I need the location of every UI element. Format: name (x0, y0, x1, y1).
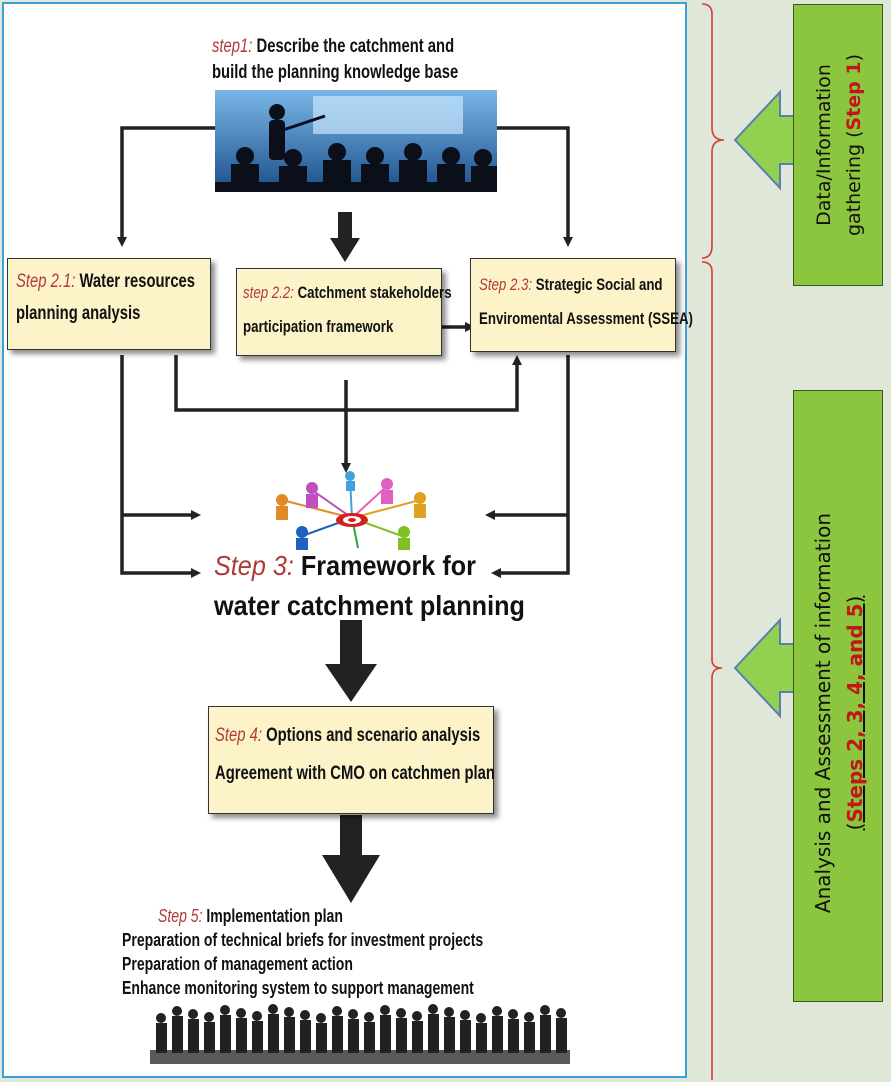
side1-line1: Data/Information (813, 64, 835, 226)
step23-box: Step 2.3: Strategic Social and Enviromen… (470, 258, 693, 352)
crowd-figure-body (476, 1023, 487, 1053)
step5-prefix: Step 5: (158, 906, 203, 926)
crowd-figure-body (460, 1020, 471, 1053)
crowd-figure-body (492, 1016, 503, 1053)
crowd-figure-body (220, 1015, 231, 1053)
step22-prefix: step 2.2: (243, 283, 294, 302)
step4-box: Step 4: Options and scenario analysis Ag… (208, 706, 495, 814)
step5-line4: Enhance monitoring system to support man… (122, 978, 474, 998)
step21-prefix: Step 2.1: (16, 271, 76, 292)
step22-line2: participation framework (243, 317, 394, 336)
step3-line1: Framework for (300, 550, 476, 581)
crowd-figure-body (444, 1017, 455, 1053)
crowd-figure-head (332, 1006, 342, 1016)
crowd-figure-body (380, 1015, 391, 1053)
step4-line2: Agreement with CMO on catchmen plan (215, 763, 495, 784)
step23-prefix: Step 2.3: (479, 275, 533, 294)
crowd-figure-head (444, 1007, 454, 1017)
side2-highlight: Steps 2, 3, 4, and 5 (843, 603, 867, 823)
crowd-figure-head (476, 1013, 486, 1023)
step1-line1: Describe the catchment and (256, 36, 455, 57)
crowd-figure-body (524, 1022, 535, 1053)
crowd-figure-body (204, 1022, 215, 1053)
crowd-figure-head (204, 1012, 214, 1022)
crowd-figure-body (188, 1019, 199, 1053)
side1-label: Data/Information gathering (Step 1) (809, 4, 869, 286)
crowd-figure-body (364, 1022, 375, 1053)
step21-box: Step 2.1: Water resources planning analy… (7, 258, 211, 350)
step5-line3: Preparation of management action (122, 954, 353, 974)
crowd-figure-body (508, 1019, 519, 1053)
crowd-figure-body (316, 1023, 327, 1053)
crowd-figure-body (300, 1020, 311, 1053)
side-box-analysis: Analysis and Assessment of information (… (793, 390, 883, 1002)
crowd-figure-head (492, 1006, 502, 1016)
crowd-figure-head (236, 1008, 246, 1018)
crowd-figure-body (172, 1016, 183, 1053)
step3-title: Step 3: Framework for (214, 550, 476, 582)
crowd-figure-body (348, 1019, 359, 1053)
crowd-figure-body (268, 1014, 279, 1053)
crowd-figure-body (556, 1018, 567, 1053)
crowd-figure-head (508, 1009, 518, 1019)
step1-prefix: step1: (212, 36, 253, 57)
step5-title: Step 5: Implementation plan (158, 906, 343, 927)
crowd-figure-head (556, 1008, 566, 1018)
crowd-figure-body (284, 1017, 295, 1053)
crowd-figure-head (220, 1005, 230, 1015)
step22-box: step 2.2: Catchment stakeholders partici… (236, 268, 452, 356)
crowd-figure-head (316, 1013, 326, 1023)
crowd-figure-head (268, 1004, 278, 1014)
step5-line1: Implementation plan (206, 906, 343, 926)
crowd-figure-body (332, 1016, 343, 1053)
presentation-image (215, 90, 497, 192)
step3-prefix: Step 3: (214, 550, 294, 581)
crowd-figure-body (540, 1015, 551, 1053)
crowd-figure-head (300, 1010, 310, 1020)
side-box-data-gathering: Data/Information gathering (Step 1) (793, 4, 883, 286)
crowd-silhouette-image (150, 1004, 570, 1064)
crowd-figure-body (396, 1018, 407, 1053)
stakeholders-target-image (276, 471, 426, 550)
step3-line2: water catchment planning (214, 590, 525, 621)
crowd-figure-head (348, 1009, 358, 1019)
crowd-figure-head (460, 1010, 470, 1020)
crowd-figure-head (524, 1012, 534, 1022)
crowd-figure-head (284, 1007, 294, 1017)
side2-line2: (Steps 2, 3, 4, and 5) (843, 595, 867, 831)
step1-title: step1: Describe the catchment and (212, 36, 454, 58)
step1-line2: build the planning knowledge base (212, 62, 459, 83)
crowd-figure-head (396, 1008, 406, 1018)
side2-line1: Analysis and Assessment of information (811, 512, 835, 914)
crowd-figure-head (156, 1013, 166, 1023)
crowd-figure-body (156, 1023, 167, 1053)
crowd-figure-body (252, 1021, 263, 1053)
crowd-figure-head (172, 1006, 182, 1016)
crowd-figure-head (252, 1011, 262, 1021)
step23-line2: Enviromental Assessment (SSEA) (479, 309, 693, 328)
crowd-figure-head (188, 1009, 198, 1019)
step23-line1: Strategic Social and (535, 275, 663, 294)
crowd-figure-head (428, 1004, 438, 1014)
crowd-figure-body (236, 1018, 247, 1053)
step5-line2: Preparation of technical briefs for inve… (122, 930, 484, 950)
crowd-figure-head (380, 1005, 390, 1015)
step4-prefix: Step 4: (215, 725, 262, 746)
step4-line1: Options and scenario analysis (266, 725, 481, 746)
crowd-figure-head (412, 1011, 422, 1021)
side1-line2: gathering (Step 1) (843, 53, 865, 237)
side1-highlight: Step 1 (843, 61, 865, 131)
crowd-figure-body (412, 1021, 423, 1053)
crowd-figure-head (364, 1012, 374, 1022)
crowd-figure-body (428, 1014, 439, 1053)
step21-line1: Water resources (79, 271, 196, 292)
crowd-figure-head (540, 1005, 550, 1015)
step22-line1: Catchment stakeholders (297, 283, 452, 302)
step21-line2: planning analysis (16, 303, 141, 324)
side2-label: Analysis and Assessment of information (… (807, 407, 871, 1019)
